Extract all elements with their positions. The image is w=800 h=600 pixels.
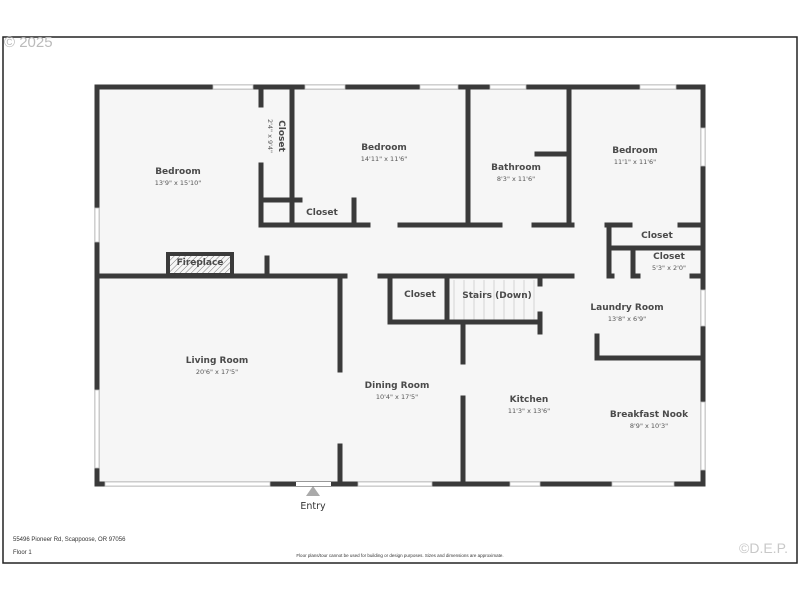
address: 55496 Pioneer Rd, Scappoose, OR 97056 [13,537,126,543]
room-closet-3: Closet [641,231,673,241]
copyright: © 2025 [4,34,53,51]
room-closet-5: Closet [404,290,436,300]
windows [94,84,706,487]
entry-arrow-icon [306,486,320,496]
fireplace-label: Fireplace [176,258,224,268]
watermark: ©D.E.P. [739,540,788,556]
disclaimer: Floor plans/tour cannot be used for buil… [296,553,504,558]
room-closet-2: Closet [306,208,338,218]
stairs-label: Stairs (Down) [462,291,532,301]
floor-label: Floor 1 [13,550,32,556]
entry-label: Entry [300,501,326,512]
floor-area [97,87,703,484]
stairs [453,280,535,320]
